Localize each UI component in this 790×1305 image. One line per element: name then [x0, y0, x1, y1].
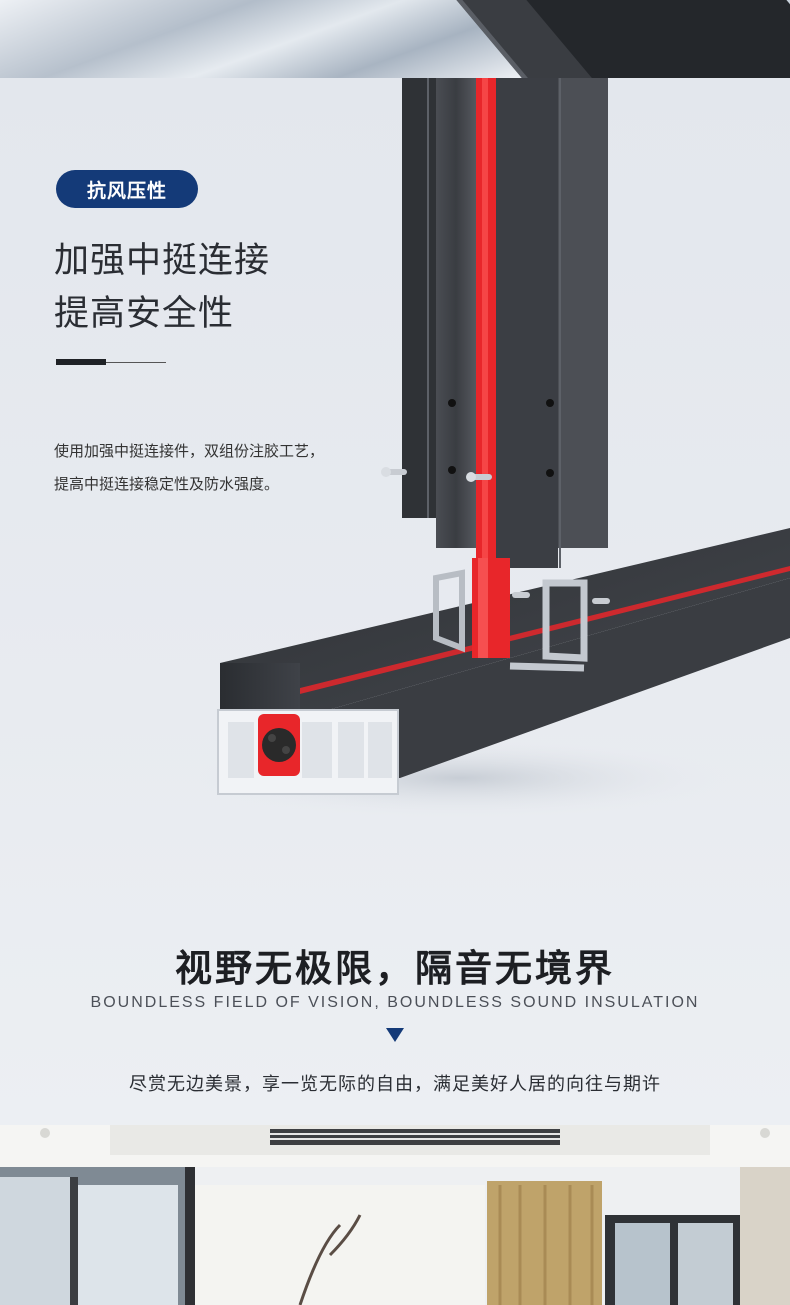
- feature-headline-line1: 加强中挺连接: [54, 241, 271, 281]
- steel-bracket-left: [433, 569, 465, 653]
- vision-subtitle: 尽赏无边美景，享一览无际的自由，满足美好人居的向往与期许: [129, 1074, 661, 1095]
- divider-thin: [106, 362, 166, 363]
- triangle-down-icon: [386, 1028, 404, 1042]
- rail-red-seal: [260, 566, 790, 704]
- feature-description-line1: 使用加强中挺连接件，双组份注胶工艺，: [54, 442, 325, 460]
- mullion-connection-illustration: [200, 78, 790, 818]
- feature-headline-line2: 提高安全性: [54, 294, 235, 334]
- vision-slogan: 视野无极限，隔音无境界: [175, 947, 615, 990]
- mountain-backdrop: [0, 0, 520, 78]
- ceiling-air-vent: [270, 1129, 560, 1145]
- top-banner-image: [0, 0, 790, 78]
- feature-badge: 抗风压性: [56, 170, 198, 208]
- divider-thick: [56, 359, 106, 365]
- vertical-mullion: [381, 78, 608, 568]
- vision-slogan-english: BOUNDLESS FIELD OF VISION, BOUNDLESS SOU…: [90, 994, 700, 1011]
- red-connector-insert: [472, 558, 510, 658]
- feature-description-line2: 提高中挺连接稳定性及防水强度。: [54, 475, 280, 493]
- interior-room-photo: [0, 1125, 790, 1305]
- foam-core: [262, 728, 296, 762]
- steel-bracket-right: [509, 579, 588, 672]
